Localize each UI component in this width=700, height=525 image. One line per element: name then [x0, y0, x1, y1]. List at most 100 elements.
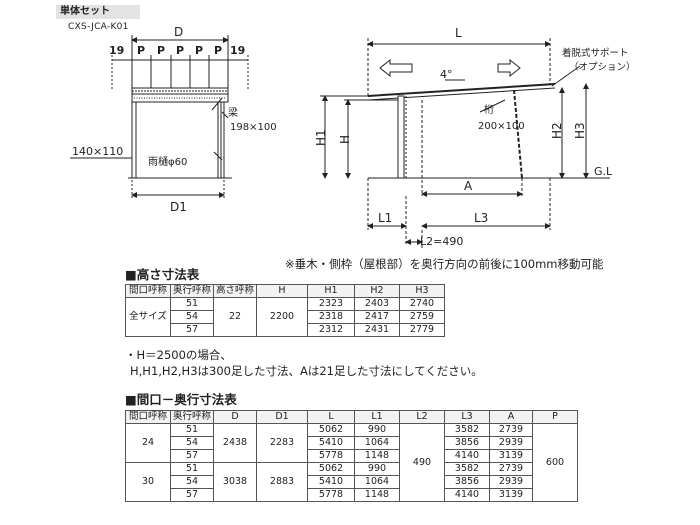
- th-depth: 奥行呼称: [170, 284, 214, 298]
- cell-H2: 2431: [354, 323, 400, 337]
- th-L3: L3: [444, 410, 490, 424]
- ground-level: G.L: [594, 165, 613, 178]
- cell-D1: 2283: [256, 423, 308, 463]
- girder-label: 桁: [484, 103, 494, 116]
- cell-H2: 2417: [354, 310, 400, 324]
- dim-p-3: P: [176, 44, 184, 57]
- dim-19-left: 19: [109, 44, 124, 57]
- dim-D1: D1: [170, 200, 187, 214]
- th-H3: H3: [399, 284, 445, 298]
- height-note-line2: H,H1,H2,H3は300足した寸法、Aは21足した寸法にしてください。: [130, 364, 483, 378]
- support-option: （オプション）: [569, 61, 636, 73]
- dim-H: H: [338, 135, 352, 144]
- cell-D1: 2883: [256, 462, 308, 502]
- cell-P: 600: [532, 423, 578, 502]
- height-table: 間口呼称 奥行呼称 高さ呼称 H H1 H2 H3 全サイズ 51 22 220…: [125, 284, 445, 337]
- cell-A: 2739: [489, 423, 533, 437]
- dim-H3: H3: [573, 122, 587, 139]
- cell-depth: 51: [170, 297, 214, 311]
- th-depth: 奥行呼称: [170, 410, 214, 424]
- cell-L1: 1148: [354, 449, 400, 463]
- cell-width: 24: [125, 423, 171, 463]
- cell-L3: 4140: [444, 449, 490, 463]
- size-table: 間口呼称 奥行呼称 D D1 L L1 L2 L3 A P 24 51 2438…: [125, 410, 578, 502]
- table-row: 54 5410 1064 3856 2939: [126, 475, 578, 489]
- table-row: 57 5778 1148 4140 3139: [126, 488, 578, 502]
- dim-H2: H2: [550, 122, 564, 139]
- model-number: CXS-JCA-K01: [68, 22, 129, 32]
- table-row: 24 51 2438 2283 5062 990 490 3582 2739 6…: [125, 423, 578, 502]
- cell-L: 5410: [307, 436, 355, 450]
- cell-depth: 54: [170, 436, 214, 450]
- cell-H3: 2759: [399, 310, 445, 324]
- cell-L1: 990: [354, 423, 400, 437]
- cell-height-code: 22: [213, 297, 257, 337]
- cell-A: 2939: [489, 475, 533, 489]
- th-height-code: 高さ呼称: [213, 284, 257, 298]
- th-D1: D1: [256, 410, 308, 424]
- cell-H2: 2403: [354, 297, 400, 311]
- cell-L3: 3582: [444, 423, 490, 437]
- th-L2: L2: [399, 410, 445, 424]
- dim-L2: L2=490: [420, 235, 463, 248]
- girder-size: 200×100: [478, 121, 525, 132]
- table-row: 54 5410 1064 3856 2939: [126, 436, 578, 450]
- th-D: D: [213, 410, 257, 424]
- dim-A: A: [464, 179, 473, 193]
- size-table-title: ■間口－奥行寸法表: [125, 392, 237, 407]
- th-width: 間口呼称: [125, 284, 171, 298]
- cell-A: 3139: [489, 488, 533, 502]
- cell-depth: 51: [170, 462, 214, 476]
- cell-L: 5410: [307, 475, 355, 489]
- cell-L1: 990: [354, 462, 400, 476]
- side-note: ※垂木・側枠（屋根部）を奥行方向の前後に100mm移動可能: [285, 257, 604, 271]
- post-size: 140×110: [72, 145, 123, 158]
- th-width: 間口呼称: [125, 410, 171, 424]
- cell-D: 3038: [213, 462, 257, 502]
- set-tag: 単体セット: [56, 5, 140, 19]
- table-row: 30 51 3038 2883 5062 990 3582 2739: [125, 462, 578, 502]
- cell-D: 2438: [213, 423, 257, 463]
- dim-p-5: P: [214, 44, 222, 57]
- cell-depth: 54: [170, 310, 214, 324]
- cell-H1: 2312: [307, 323, 355, 337]
- support-label: 着脱式サポート: [562, 47, 629, 59]
- dim-D: D: [174, 25, 183, 39]
- dim-L: L: [455, 26, 462, 40]
- dim-p-4: P: [195, 44, 203, 57]
- cell-L: 5778: [307, 449, 355, 463]
- cell-depth: 57: [170, 449, 214, 463]
- cell-A: 3139: [489, 449, 533, 463]
- cell-depth: 51: [170, 423, 214, 437]
- cell-H: 2200: [256, 297, 308, 337]
- cell-group: 全サイズ: [125, 297, 171, 337]
- cell-A: 2739: [489, 462, 533, 476]
- cell-H1: 2323: [307, 297, 355, 311]
- cell-H1: 2318: [307, 310, 355, 324]
- side-view: [320, 38, 610, 248]
- th-P: P: [532, 410, 578, 424]
- cell-width: 30: [125, 462, 171, 502]
- height-note-line1: ・H＝2500の場合、: [125, 348, 232, 362]
- cell-L3: 4140: [444, 488, 490, 502]
- th-H2: H2: [354, 284, 400, 298]
- beam-size: 198×100: [230, 122, 277, 133]
- cell-H3: 2740: [399, 297, 445, 311]
- front-view: [70, 35, 249, 198]
- th-L1: L1: [354, 410, 400, 424]
- dim-L3: L3: [474, 211, 488, 225]
- height-table-title: ■高さ寸法表: [125, 267, 200, 282]
- cell-A: 2939: [489, 436, 533, 450]
- cell-L3: 3856: [444, 436, 490, 450]
- dim-p-2: P: [157, 44, 165, 57]
- dim-19-right: 19: [230, 44, 245, 57]
- cell-L1: 1064: [354, 436, 400, 450]
- height-table-header-row: 間口呼称 奥行呼称 高さ呼称 H H1 H2 H3: [125, 284, 445, 298]
- dim-H1: H1: [314, 129, 328, 146]
- cell-L: 5778: [307, 488, 355, 502]
- cell-L1: 1148: [354, 488, 400, 502]
- dim-p-1: P: [137, 44, 145, 57]
- cell-depth: 57: [170, 323, 214, 337]
- size-table-header-row: 間口呼称 奥行呼称 D D1 L L1 L2 L3 A P: [125, 410, 578, 424]
